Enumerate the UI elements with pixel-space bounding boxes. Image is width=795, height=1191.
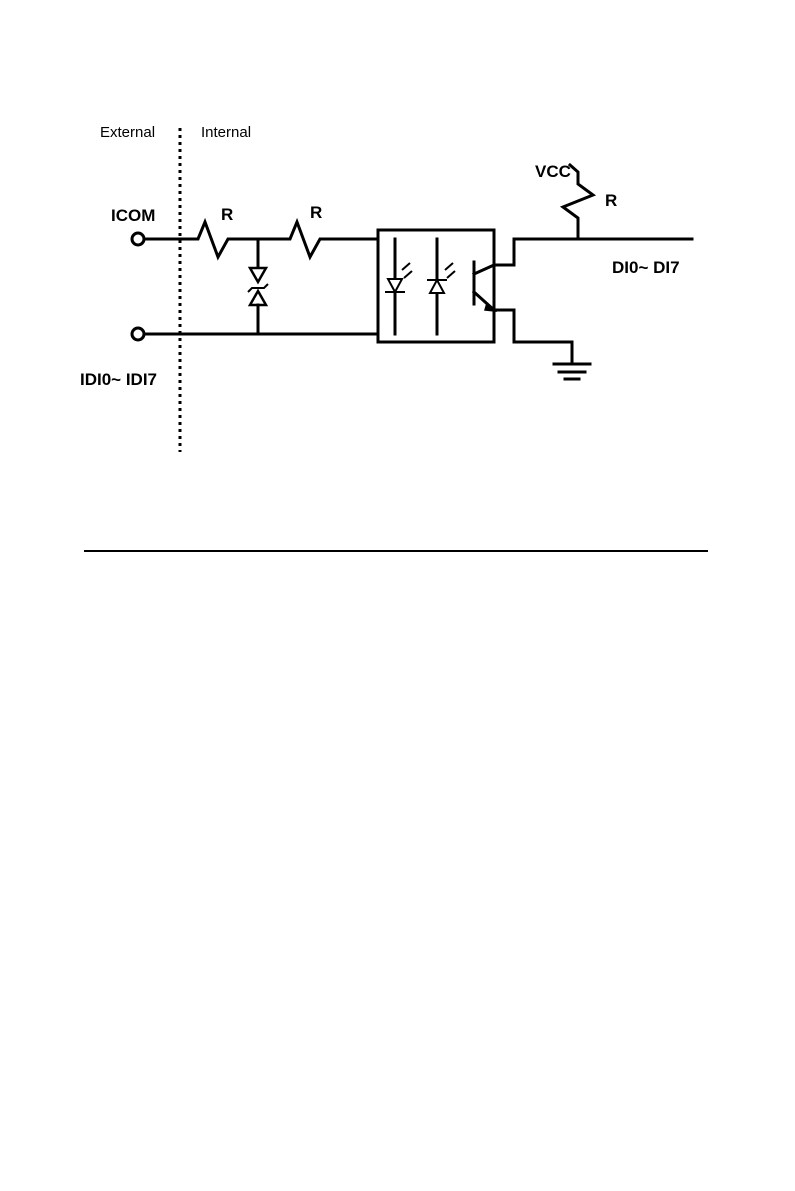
idi-terminal-label: IDI0~ IDI7	[80, 370, 157, 389]
resistor-1-label: R	[221, 205, 233, 224]
page-divider	[84, 550, 708, 552]
ground-icon	[554, 364, 590, 379]
idi-terminal	[132, 328, 144, 340]
ground-wire	[514, 342, 572, 362]
internal-label: Internal	[201, 124, 251, 141]
external-label: External	[100, 124, 155, 141]
isolated-digital-input-circuit: External Internal ICOM IDI0~ IDI7 R R	[0, 0, 795, 520]
vcc-label: VCC	[535, 162, 571, 181]
led-2	[427, 239, 455, 334]
icom-terminal	[132, 233, 144, 245]
icom-terminal-label: ICOM	[111, 206, 155, 225]
led-1	[385, 239, 412, 334]
output-label: DI0~ DI7	[612, 258, 680, 277]
pullup-resistor-label: R	[605, 191, 617, 210]
resistor-2-label: R	[310, 203, 322, 222]
tvs-diode	[248, 239, 268, 334]
